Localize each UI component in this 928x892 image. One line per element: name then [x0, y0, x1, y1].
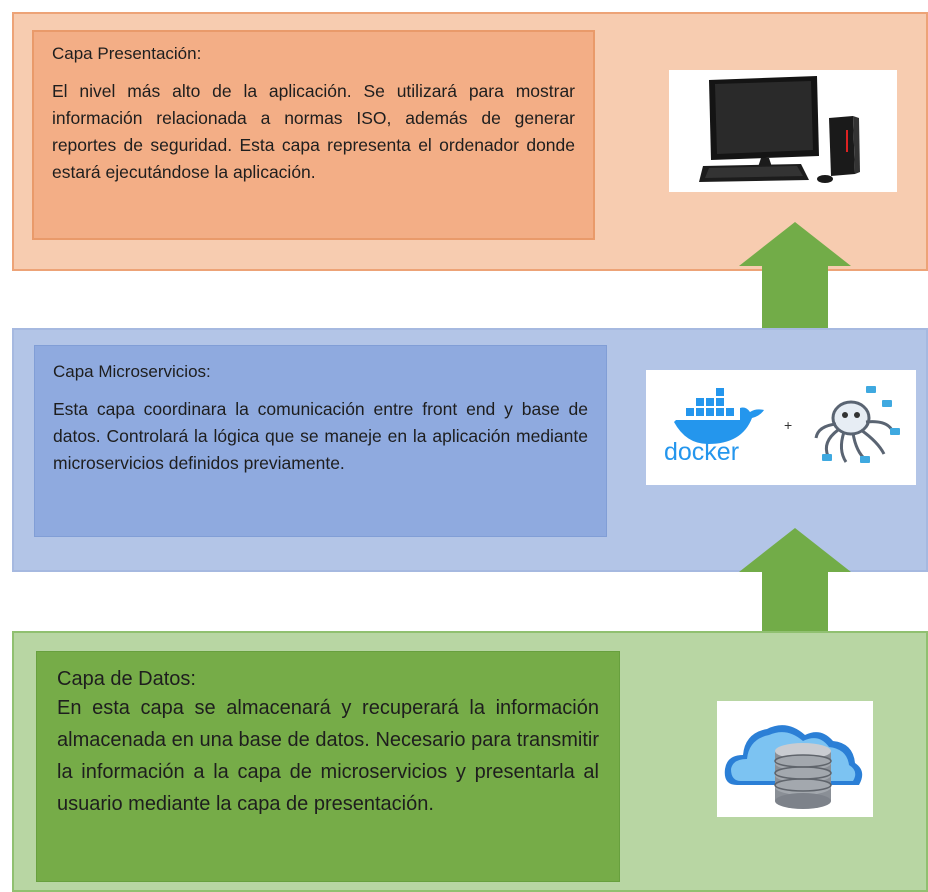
data-description-box: Capa de Datos: En esta capa se almacenar… [36, 651, 620, 882]
arrow-up-icon [739, 222, 851, 330]
data-body: En esta capa se almacenará y recuperará … [57, 697, 599, 815]
cloud-database-icon [717, 701, 873, 817]
microservices-body: Esta capa coordinara la comunicación ent… [53, 399, 588, 473]
microservices-title: Capa Microservicios: [53, 362, 211, 381]
docker-octopus-logo: docker + [646, 370, 916, 485]
docker-wordmark: docker [664, 438, 739, 466]
docker-whale-icon [674, 388, 764, 444]
microservices-description-box: Capa Microservicios: Esta capa coordinar… [34, 345, 607, 537]
octopus-icon [814, 400, 894, 463]
presentation-body: El nivel más alto de la aplicación. Se u… [52, 81, 575, 182]
desktop-computer-icon [669, 70, 897, 192]
presentation-description-box: Capa Presentación: El nivel más alto de … [32, 30, 595, 240]
data-title: Capa de Datos: [57, 668, 196, 690]
arrow-up-icon [739, 528, 851, 634]
plus-sign: + [784, 417, 792, 433]
presentation-title: Capa Presentación: [52, 44, 202, 63]
